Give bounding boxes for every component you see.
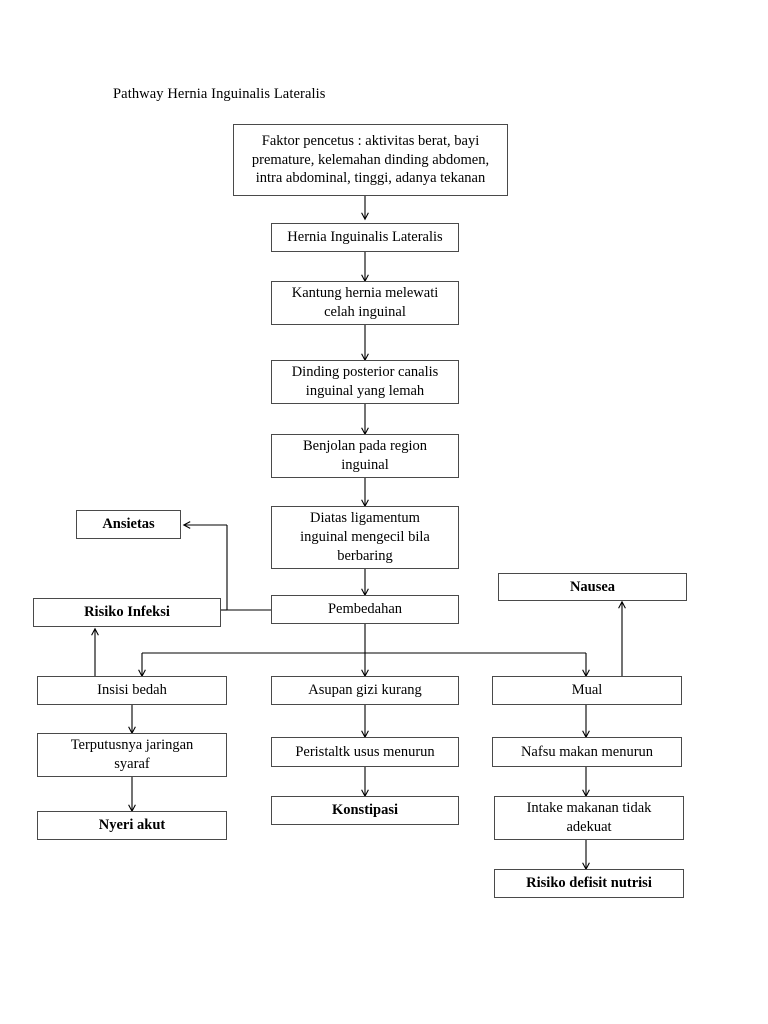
node-terputusnya-jaringan[interactable]: Terputusnya jaringan syaraf: [37, 733, 227, 777]
node-hernia-inguinalis-lateralis[interactable]: Hernia Inguinalis Lateralis: [271, 223, 459, 252]
node-dinding-posterior[interactable]: Dinding posterior canalis inguinal yang …: [271, 360, 459, 404]
node-pembedahan[interactable]: Pembedahan: [271, 595, 459, 624]
node-nafsu-makan-menurun[interactable]: Nafsu makan menurun: [492, 737, 682, 767]
node-label: Konstipasi: [331, 802, 399, 819]
node-ansietas[interactable]: Ansietas: [76, 510, 181, 539]
node-label: Nyeri akut: [98, 817, 166, 834]
node-risiko-infeksi[interactable]: Risiko Infeksi: [33, 598, 221, 627]
node-diatas-ligamentum[interactable]: Diatas ligamentum inguinal mengecil bila…: [271, 506, 459, 569]
node-label: Faktor pencetus : aktivitas berat, bayi …: [251, 132, 490, 187]
node-label: Peristaltk usus menurun: [295, 743, 435, 760]
node-label: Terputusnya jaringan syaraf: [70, 737, 194, 772]
node-label: Asupan gizi kurang: [308, 682, 422, 699]
node-label: Hernia Inguinalis Lateralis: [287, 229, 443, 246]
node-mual[interactable]: Mual: [492, 676, 682, 705]
node-label: Nafsu makan menurun: [520, 743, 654, 760]
node-peristaltik-usus[interactable]: Peristaltk usus menurun: [271, 737, 459, 767]
edge-pembedahan-to-ansietas: [226, 525, 271, 611]
node-label: Benjolan pada region inguinal: [302, 438, 427, 473]
node-label: Pembedahan: [327, 601, 403, 618]
node-label: Intake makanan tidak adekuat: [526, 800, 652, 835]
node-insisi-bedah[interactable]: Insisi bedah: [37, 676, 227, 705]
node-label: Diatas ligamentum inguinal mengecil bila…: [300, 510, 430, 564]
node-label: Ansietas: [102, 516, 155, 533]
node-faktor-pencetus[interactable]: Faktor pencetus : aktivitas berat, bayi …: [233, 124, 508, 196]
node-kantung-hernia[interactable]: Kantung hernia melewati celah inguinal: [271, 281, 459, 325]
node-label: Mual: [571, 682, 603, 699]
node-label: Insisi bedah: [97, 682, 167, 699]
node-intake-makanan[interactable]: Intake makanan tidak adekuat: [494, 796, 684, 840]
node-asupan-gizi-kurang[interactable]: Asupan gizi kurang: [271, 676, 459, 705]
node-label: Risiko defisit nutrisi: [526, 875, 652, 892]
node-benjolan[interactable]: Benjolan pada region inguinal: [271, 434, 459, 478]
page-title: Pathway Hernia Inguinalis Lateralis: [113, 86, 326, 102]
node-label: Dinding posterior canalis inguinal yang …: [291, 364, 439, 399]
node-label: Risiko Infeksi: [84, 604, 170, 621]
node-konstipasi[interactable]: Konstipasi: [271, 796, 459, 825]
node-label: Kantung hernia melewati celah inguinal: [291, 285, 439, 320]
node-label: Nausea: [569, 578, 616, 595]
node-nausea[interactable]: Nausea: [498, 573, 687, 601]
node-risiko-defisit-nutrisi[interactable]: Risiko defisit nutrisi: [494, 869, 684, 898]
node-nyeri-akut[interactable]: Nyeri akut: [37, 811, 227, 840]
